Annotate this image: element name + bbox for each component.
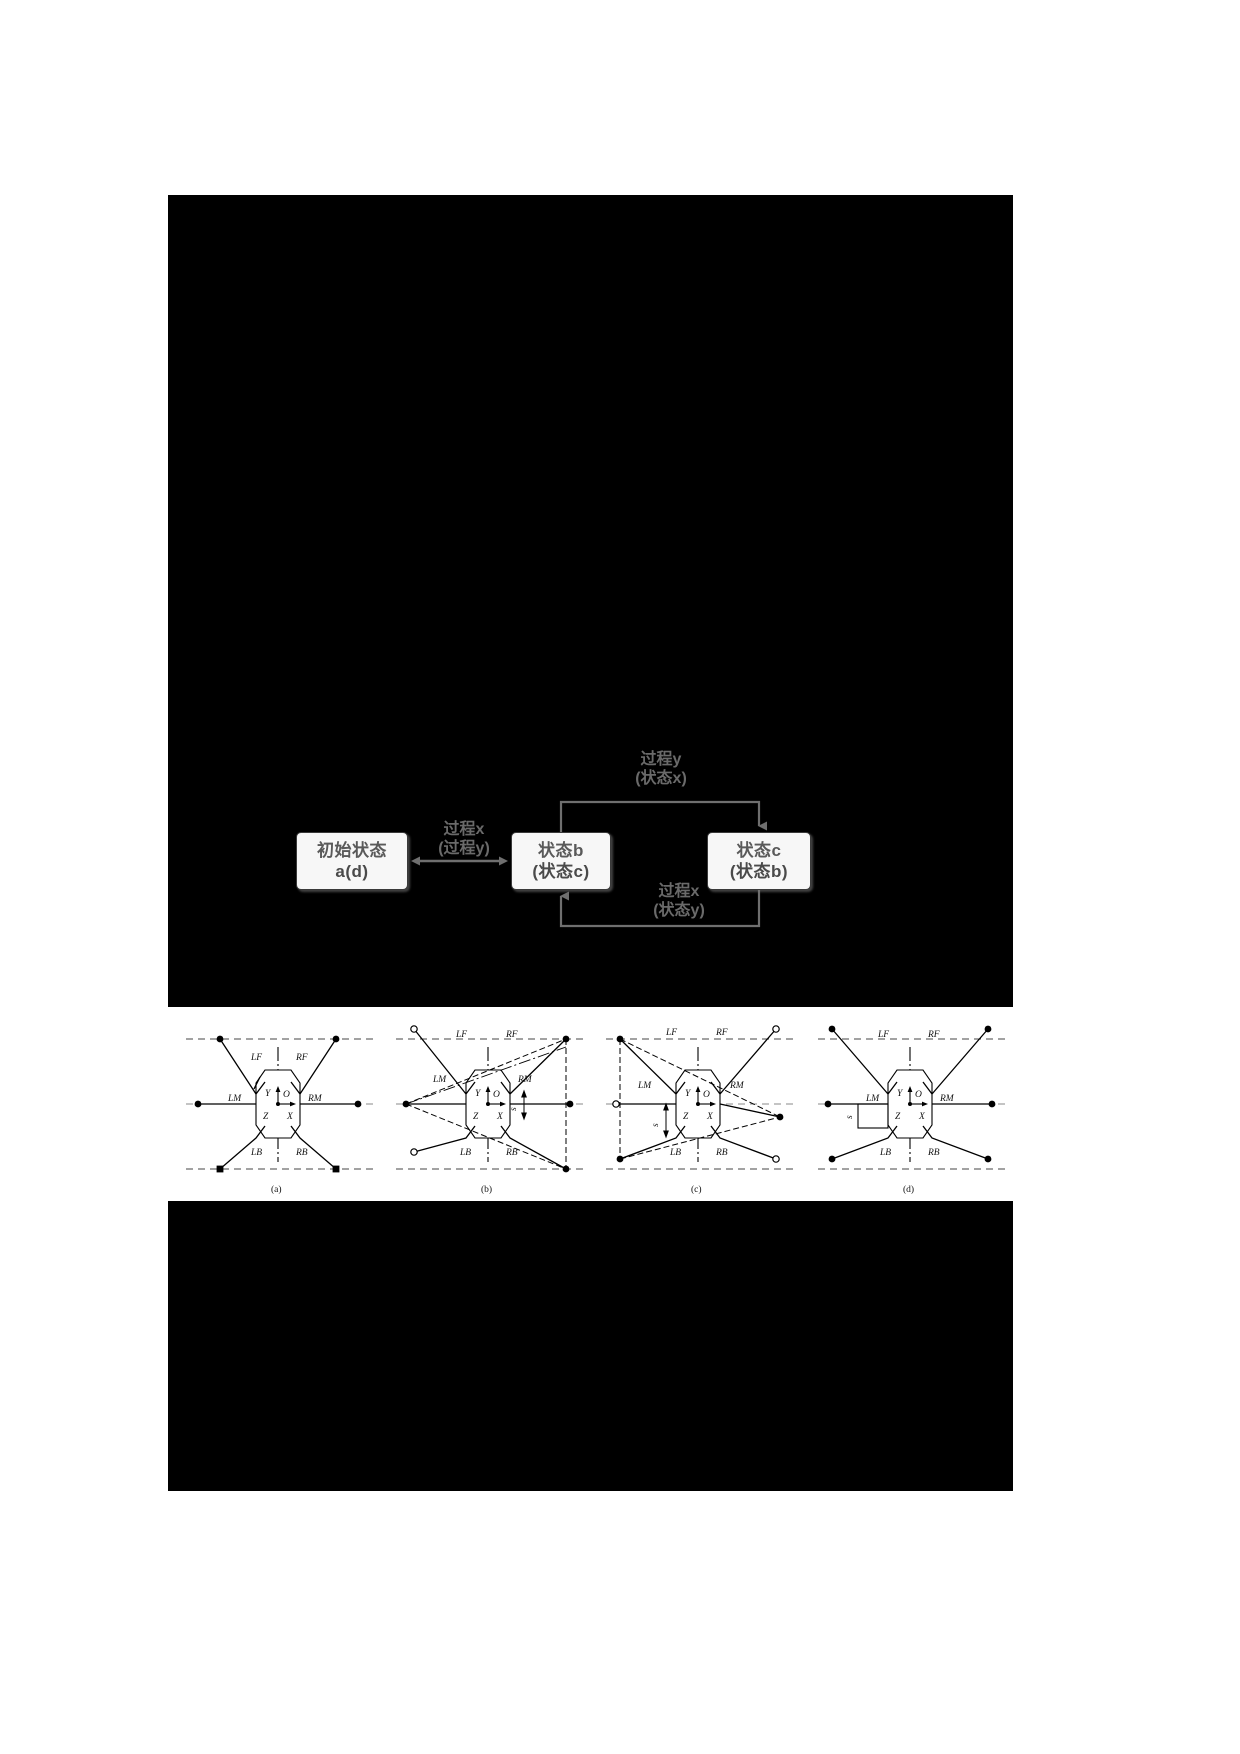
flow-box-state-b-line1: 状态b [538,840,584,860]
panel-b-axis-Z: Z [473,1112,479,1122]
flow-edge-label-bottom-line1: 过程x [658,883,700,900]
panel-c-label-LB: LB [669,1148,681,1158]
panel-b-dimension-s: s [509,1107,519,1111]
panel-b-caption: (b) [481,1184,492,1195]
panel-d-label-LF: LF [877,1030,889,1040]
panel-a-label-RF: RF [295,1053,308,1063]
panel-c-axis-O: O [703,1090,710,1100]
panel-b-label-RM: RM [517,1075,533,1085]
panel-c-label-RB: RB [715,1148,728,1158]
flow-box-state-c-line1: 状态c [736,840,782,860]
panel-a-label-LM: LM [227,1094,242,1104]
hexapod-panel-c: s LF RF LM RM LB RB Y O Z X (c) [606,1025,793,1195]
panel-a-axis-O: O [283,1090,290,1100]
panel-d-caption: (d) [903,1184,914,1195]
panel-d-axis-X: X [918,1112,926,1122]
panel-d-axis-Y: Y [897,1089,904,1099]
panel-a-axis-X: X [286,1112,294,1122]
hexapod-gait-figure-strip: LF RF LM RM LB RB Y O Z X (a) [168,1007,1013,1201]
panel-a-label-RM: RM [307,1094,323,1104]
panel-b-label-LF: LF [455,1030,467,1040]
flow-box-initial-state-line2: a(d) [335,862,369,881]
flow-edge-label-top-line1: 过程y [640,751,682,768]
panel-c-axis-X: X [706,1112,714,1122]
flow-box-state-c[interactable]: 状态c (状态b) [707,832,811,890]
panel-d-axis-Z: Z [895,1112,901,1122]
panel-b-axis-Y: Y [475,1089,482,1099]
flow-box-state-b-line2: (状态c) [532,862,590,881]
panel-d-label-RF: RF [927,1030,940,1040]
hexapod-figures-svg: LF RF LM RM LB RB Y O Z X (a) [186,1025,1005,1195]
flow-box-state-c-line2: (状态b) [729,862,789,881]
panel-c-axis-Y: Y [685,1089,692,1099]
flow-box-initial-state[interactable]: 初始状态 a(d) [296,832,408,890]
panel-b-axis-O: O [493,1090,500,1100]
panel-d-dimension-s: s [845,1115,855,1119]
flow-edge-label-a-b: 过程x (过程y) [416,820,512,858]
panel-c-dimension-s: s [651,1123,661,1127]
panel-a-caption: (a) [271,1184,282,1195]
panel-d-label-LM: LM [865,1094,880,1104]
panel-b-label-RB: RB [505,1148,518,1158]
redacted-region-bottom [168,1201,1013,1491]
panel-a-axis-Z: Z [263,1112,269,1122]
panel-a-label-LF: LF [250,1053,262,1063]
flow-edge-label-a-b-line2: (过程y) [438,840,490,858]
hexapod-panel-a: LF RF LM RM LB RB Y O Z X (a) [186,1035,373,1195]
flow-edge-label-bottom-line2: (状态y) [653,902,705,920]
flow-box-state-b[interactable]: 状态b (状态c) [511,832,611,890]
panel-a-label-LB: LB [250,1148,262,1158]
flow-edge-label-top-line2: (状态x) [635,770,687,788]
panel-c-label-LF: LF [665,1028,677,1038]
panel-b-label-LM: LM [432,1075,447,1085]
panel-c-label-RF: RF [715,1028,728,1038]
panel-a-axis-Y: Y [265,1089,272,1099]
panel-b-label-LB: LB [459,1148,471,1158]
panel-c-caption: (c) [691,1184,702,1195]
panel-d-axis-O: O [915,1090,922,1100]
panel-b-label-RF: RF [505,1030,518,1040]
flow-edge-label-bottom: 过程x (状态y) [604,882,754,920]
panel-d-label-RB: RB [927,1148,940,1158]
panel-d-label-LB: LB [879,1148,891,1158]
panel-c-label-RM: RM [729,1081,745,1091]
panel-c-label-LM: LM [637,1081,652,1091]
hexapod-panel-b: s LF RF LM RM LB RB Y O Z X (b) [396,1025,583,1195]
panel-a-label-RB: RB [295,1148,308,1158]
state-transition-flowchart: 初始状态 a(d) 状态b (状态c) 状态c (状态b) 过程x (过程y) … [168,740,1013,1007]
flowchart-connectors [411,800,767,928]
panel-b-axis-X: X [496,1112,504,1122]
flow-edge-label-a-b-line1: 过程x [443,821,485,838]
panel-c-axis-Z: Z [683,1112,689,1122]
panel-d-label-RM: RM [939,1094,955,1104]
hexapod-panel-d: s LF RF LM RM LB RB Y O Z X (d) [818,1025,1005,1195]
flow-box-initial-state-line1: 初始状态 [317,840,387,860]
flow-edge-label-top: 过程y (状态x) [586,750,736,788]
